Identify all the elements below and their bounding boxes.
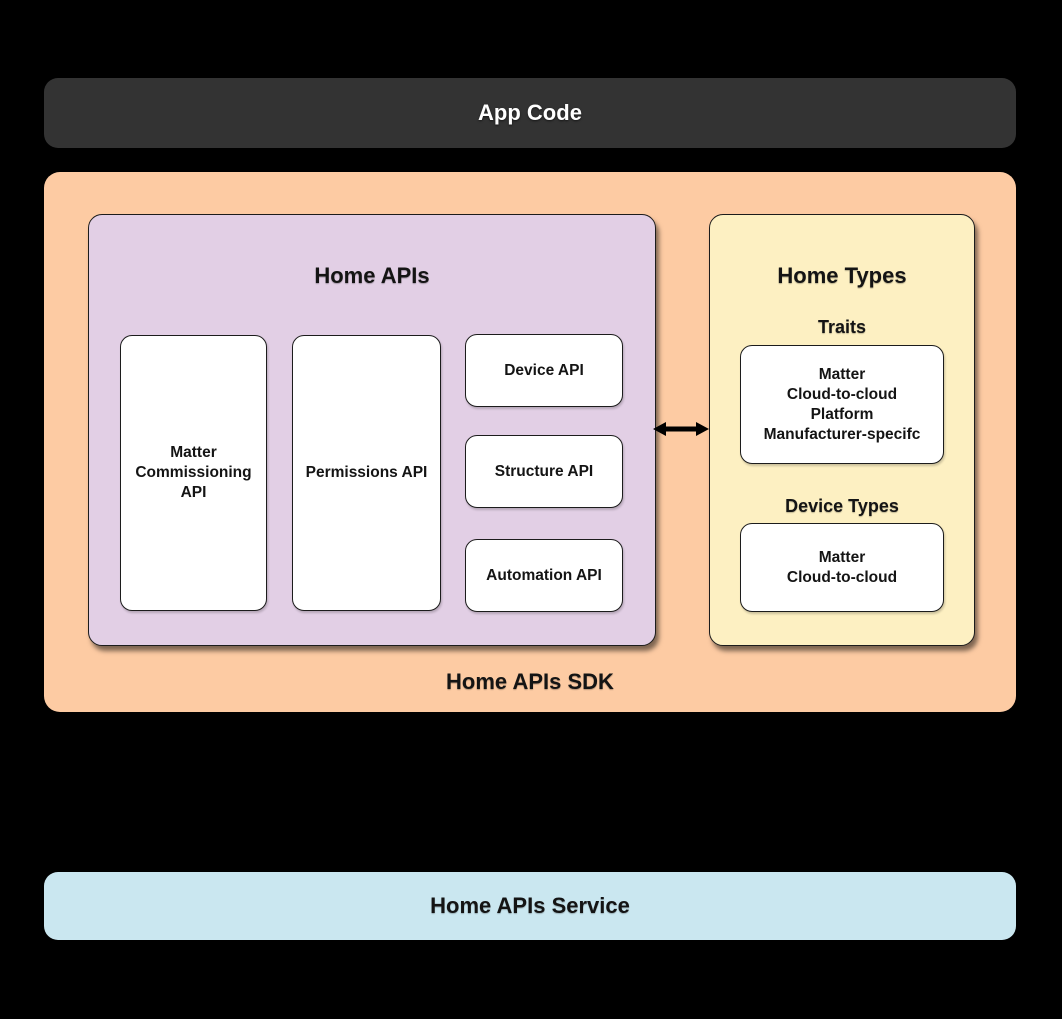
device-types-heading: Device Types [785,496,899,516]
bidirectional-arrow-icon [653,418,709,440]
structure-api-label: Structure API [494,462,594,480]
app-code-band: App Code [44,78,1016,148]
app-code-label: App Code [478,100,582,125]
permissions-api-label: Permissions API [305,464,428,481]
home-apis-panel: Home APIs Matter Commissioning API Permi… [88,214,656,646]
device-api-label: Device API [504,361,584,379]
traits-line: Manufacturer-specifc [763,425,921,443]
traits-line: Platform [810,405,874,423]
traits-card: Matter Cloud-to-cloud Platform Manufactu… [740,345,944,464]
traits-heading: Traits [817,317,867,337]
home-apis-sdk-label: Home APIs SDK [446,669,614,694]
device-types-line: Cloud-to-cloud [786,568,898,586]
automation-api-label: Automation API [486,566,602,584]
home-apis-title: Home APIs [314,263,430,288]
device-types-line: Matter [818,548,866,566]
device-api-card: Device API [465,334,623,407]
matter-commissioning-api-card: Matter Commissioning API [120,335,267,611]
matter-commissioning-api-label: Matter Commissioning API [135,444,252,501]
home-apis-sdk-container: Home APIs Matter Commissioning API Permi… [44,172,1016,712]
traits-line: Cloud-to-cloud [786,385,898,403]
home-apis-service-label: Home APIs Service [430,893,630,918]
home-apis-service-band: Home APIs Service [44,872,1016,940]
structure-api-card: Structure API [465,435,623,508]
device-types-card: Matter Cloud-to-cloud [740,523,944,612]
home-types-title: Home Types [777,263,907,288]
home-types-panel: Home Types Traits Matter Cloud-to-cloud … [709,214,975,646]
permissions-api-card: Permissions API [292,335,441,611]
automation-api-card: Automation API [465,539,623,612]
traits-line: Matter [818,365,866,383]
